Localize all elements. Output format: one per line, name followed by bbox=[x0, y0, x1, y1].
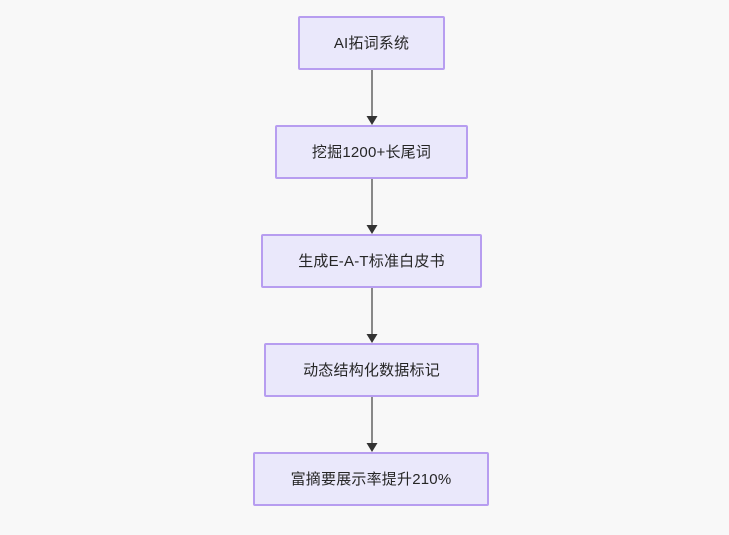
flow-node-5[interactable]: 富摘要展示率提升210% bbox=[253, 452, 489, 506]
arrow-head bbox=[366, 116, 378, 125]
flow-arrow-3 bbox=[365, 288, 379, 343]
flow-node-label: 富摘要展示率提升210% bbox=[290, 470, 452, 488]
flow-arrow-1 bbox=[365, 70, 379, 125]
flow-node-label: 生成E-A-T标准白皮书 bbox=[298, 252, 445, 270]
flow-node-label: AI拓词系统 bbox=[333, 34, 410, 52]
flow-arrow-4 bbox=[365, 397, 379, 452]
flow-node-4[interactable]: 动态结构化数据标记 bbox=[264, 343, 479, 397]
flow-node-label: 动态结构化数据标记 bbox=[303, 361, 440, 379]
flow-node-1[interactable]: AI拓词系统 bbox=[298, 16, 445, 70]
arrow-head bbox=[366, 225, 378, 234]
flow-node-2[interactable]: 挖掘1200+长尾词 bbox=[275, 125, 468, 179]
flow-node-3[interactable]: 生成E-A-T标准白皮书 bbox=[261, 234, 482, 288]
arrow-head bbox=[366, 443, 378, 452]
arrow-head bbox=[366, 334, 378, 343]
flow-node-label: 挖掘1200+长尾词 bbox=[311, 143, 432, 161]
flow-arrow-2 bbox=[365, 179, 379, 234]
